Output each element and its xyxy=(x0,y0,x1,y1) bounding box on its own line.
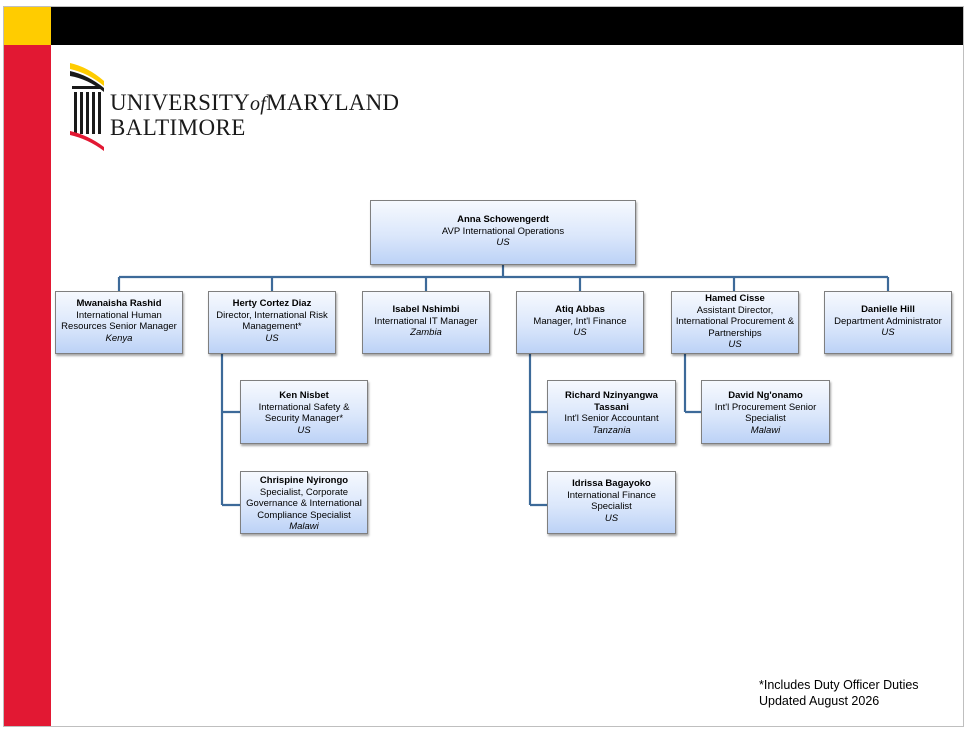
node-name: Isabel Nshimbi xyxy=(392,304,460,315)
org-node-nisbet: Ken Nisbet International Safety & Securi… xyxy=(240,380,368,444)
node-name: Atiq Abbas xyxy=(555,304,605,315)
node-location: Malawi xyxy=(289,521,319,532)
node-title: International IT Manager xyxy=(374,315,478,327)
dome-building-icon xyxy=(70,63,104,151)
node-name: Ken Nisbet xyxy=(279,390,329,401)
logo-wordmark: UNIVERSITYofMARYLAND BALTIMORE xyxy=(110,91,399,139)
footnote-updated-date: Updated August 2026 xyxy=(759,694,880,708)
node-title: Int'l Senior Accountant xyxy=(564,413,659,424)
node-title: International Finance Specialist xyxy=(567,489,656,513)
org-node-nyirongo: Chrispine Nyirongo Specialist, Corporate… xyxy=(240,471,368,534)
university-logo: UNIVERSITYofMARYLAND BALTIMORE xyxy=(66,59,406,151)
node-location: US xyxy=(496,237,510,248)
org-node-hill: Danielle Hill Department Administrator U… xyxy=(824,291,952,354)
node-name: Mwanaisha Rashid xyxy=(76,298,162,309)
brand-band-black xyxy=(51,7,963,45)
node-location: US xyxy=(881,327,895,338)
brand-band-yellow xyxy=(4,7,51,45)
brand-band-red xyxy=(4,45,51,726)
node-name: David Ng'onamo xyxy=(728,390,803,401)
org-chart-slide: UNIVERSITYofMARYLAND BALTIMORE Anna Sch xyxy=(3,6,964,727)
node-location: US xyxy=(265,332,279,344)
node-name: Herty Cortez Diaz xyxy=(232,298,312,309)
node-location: US xyxy=(573,327,587,338)
org-node-tassani: Richard Nzinyangwa Tassani Int'l Senior … xyxy=(547,380,676,444)
node-title: Specialist, Corporate Governance & Inter… xyxy=(246,486,362,521)
node-location: US xyxy=(297,424,311,436)
org-node-cortez-diaz: Herty Cortez Diaz Director, Internationa… xyxy=(208,291,336,354)
node-title: AVP International Operations xyxy=(441,225,565,237)
node-title: Director, International Risk Management* xyxy=(216,309,328,333)
org-node-bagayoko: Idrissa Bagayoko International Finance S… xyxy=(547,471,676,534)
node-name: Danielle Hill xyxy=(861,304,915,315)
node-location: US xyxy=(604,512,619,524)
node-location: Tanzania xyxy=(592,424,631,436)
org-node-nshimbi: Isabel Nshimbi International IT Manager … xyxy=(362,291,490,354)
node-name: Idrissa Bagayoko xyxy=(572,478,651,489)
node-location: Kenya xyxy=(105,332,133,344)
org-node-abbas: Atiq Abbas Manager, Int'l Finance US xyxy=(516,291,644,354)
node-location: US xyxy=(728,339,742,350)
logo-word-university: UNIVERSITY xyxy=(110,90,250,115)
node-name: Anna Schowengerdt xyxy=(457,214,549,225)
logo-word-maryland: MARYLAND xyxy=(265,90,400,115)
org-node-cisse: Hamed Cisse Assistant Director, Internat… xyxy=(671,291,799,354)
node-location: Zambia xyxy=(410,327,442,338)
node-title: Assistant Director, International Procur… xyxy=(675,304,795,339)
footnote: *Includes Duty Officer Duties Updated Au… xyxy=(759,677,919,709)
node-name: Hamed Cisse xyxy=(705,293,765,304)
node-name: Richard Nzinyangwa Tassani xyxy=(565,390,658,413)
org-node-root: Anna Schowengerdt AVP International Oper… xyxy=(370,200,636,265)
footnote-duty-officer: *Includes Duty Officer Duties xyxy=(759,678,919,692)
logo-word-baltimore: BALTIMORE xyxy=(110,115,246,140)
node-name: Chrispine Nyirongo xyxy=(259,475,349,486)
logo-word-of: of xyxy=(250,93,266,115)
org-node-rashid: Mwanaisha Rashid International Human Res… xyxy=(55,291,183,354)
org-chart-connectors xyxy=(117,265,890,507)
node-location: Malawi xyxy=(750,424,781,436)
node-title: Manager, Int'l Finance xyxy=(533,315,627,327)
node-title: Department Administrator xyxy=(834,315,942,327)
node-title: International Safety & Security Manager* xyxy=(258,401,350,425)
node-title: International Human Resources Senior Man… xyxy=(61,309,177,333)
node-title: Int'l Procurement Senior Specialist xyxy=(714,401,817,425)
org-node-ngonamo: David Ng'onamo Int'l Procurement Senior … xyxy=(701,380,830,444)
